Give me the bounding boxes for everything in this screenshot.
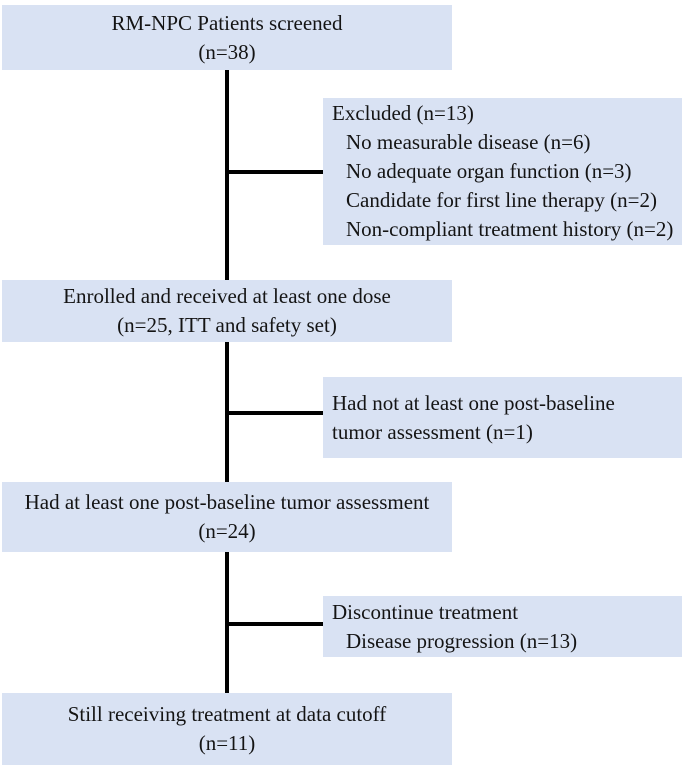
post-baseline-count: (n=24) bbox=[198, 519, 256, 543]
no-post-baseline-line1: Had not at least one post-baseline bbox=[332, 390, 615, 415]
flow-box-no-post-baseline: Had not at least one post-baseline tumor… bbox=[323, 377, 682, 458]
flow-box-post-baseline: Had at least one post-baseline tumor ass… bbox=[2, 482, 452, 552]
flow-box-screened: RM-NPC Patients screened (n=38) bbox=[2, 5, 452, 70]
flow-box-excluded: Excluded (n=13) No measurable disease (n… bbox=[323, 98, 682, 245]
excluded-item: Non-compliant treatment history (n=2) bbox=[346, 217, 674, 241]
flow-box-cutoff: Still receiving treatment at data cutoff… bbox=[2, 693, 452, 765]
flow-box-enrolled: Enrolled and received at least one dose … bbox=[2, 280, 452, 342]
excluded-item: No measurable disease (n=6) bbox=[346, 130, 591, 154]
connector-trunk-1 bbox=[225, 70, 229, 280]
cutoff-count: (n=11) bbox=[198, 731, 256, 755]
flow-box-discontinue: Discontinue treatment Disease progressio… bbox=[323, 596, 682, 657]
post-baseline-label: Had at least one post-baseline tumor ass… bbox=[24, 490, 430, 514]
screened-count: (n=38) bbox=[198, 39, 256, 64]
discontinue-title: Discontinue treatment bbox=[332, 599, 519, 624]
no-post-baseline-line2: tumor assessment (n=1) bbox=[332, 419, 533, 444]
screened-label: RM-NPC Patients screened bbox=[111, 10, 343, 35]
discontinue-item: Disease progression (n=13) bbox=[346, 628, 578, 653]
excluded-item: No adequate organ function (n=3) bbox=[346, 159, 632, 183]
connector-branch-excluded bbox=[227, 170, 323, 174]
excluded-item: Candidate for first line therapy (n=2) bbox=[346, 188, 657, 212]
cutoff-label: Still receiving treatment at data cutoff bbox=[67, 702, 387, 726]
connector-branch-no-post-baseline bbox=[227, 411, 323, 415]
excluded-title: Excluded (n=13) bbox=[332, 101, 474, 125]
enrolled-count: (n=25, ITT and safety set) bbox=[117, 313, 337, 337]
connector-branch-discontinue bbox=[227, 622, 323, 626]
enrolled-label: Enrolled and received at least one dose bbox=[63, 284, 391, 308]
